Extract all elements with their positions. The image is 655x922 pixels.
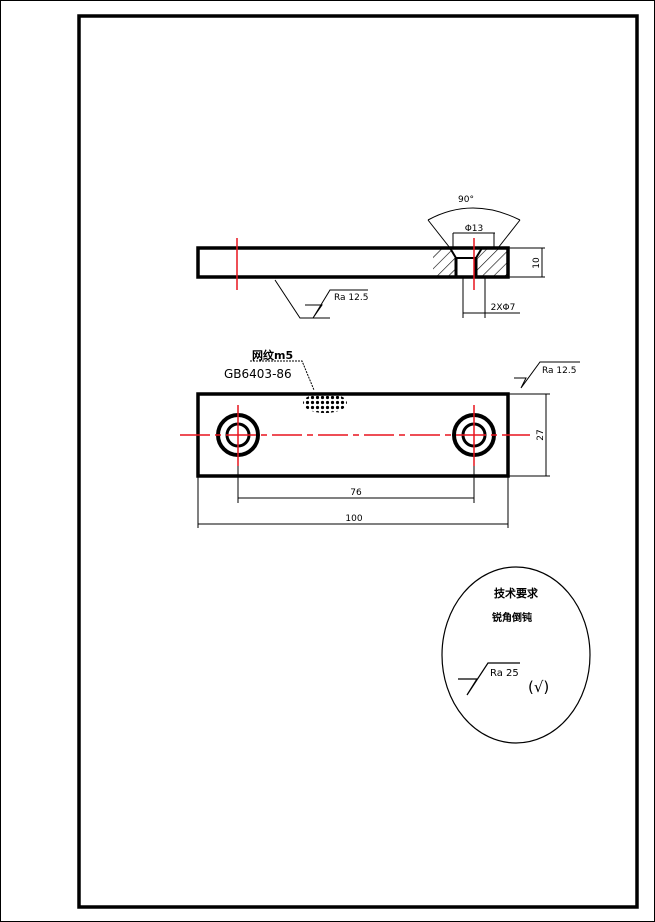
plate-outline-top: [196, 246, 510, 279]
length-label: 100: [345, 514, 362, 524]
angle-label: 90°: [458, 195, 474, 205]
height-label: 27: [536, 429, 546, 440]
notes-title: 技术要求: [494, 586, 539, 600]
roughness-label-top: Ra 12.5: [334, 293, 368, 303]
counterbore-label: Φ13: [465, 224, 484, 234]
top-view: 90° Φ13 10 2XΦ7 Ra 12.5: [196, 195, 545, 319]
knurl-label: 网纹m5: [252, 348, 293, 362]
hole-label: 2XΦ7: [491, 303, 516, 313]
roughness-label-front: Ra 12.5: [542, 366, 576, 376]
thickness-label: 10: [532, 257, 542, 269]
other-surfaces-mark: (√): [528, 678, 549, 696]
roughness-symbol: [458, 662, 520, 696]
notes-roughness-label: Ra 25: [490, 668, 519, 679]
knurl-patch: [303, 393, 347, 413]
technical-notes: 技术要求 锐角倒钝 Ra 25 (√): [441, 566, 591, 744]
drawing-frame: [77, 14, 639, 909]
notes-line1: 锐角倒钝: [492, 611, 532, 624]
hole-spacing-label: 76: [350, 488, 362, 498]
front-view: 网纹m5 GB6403-86 Ra 12.5 27 76 100: [180, 348, 580, 528]
standard-label: GB6403-86: [224, 367, 292, 381]
